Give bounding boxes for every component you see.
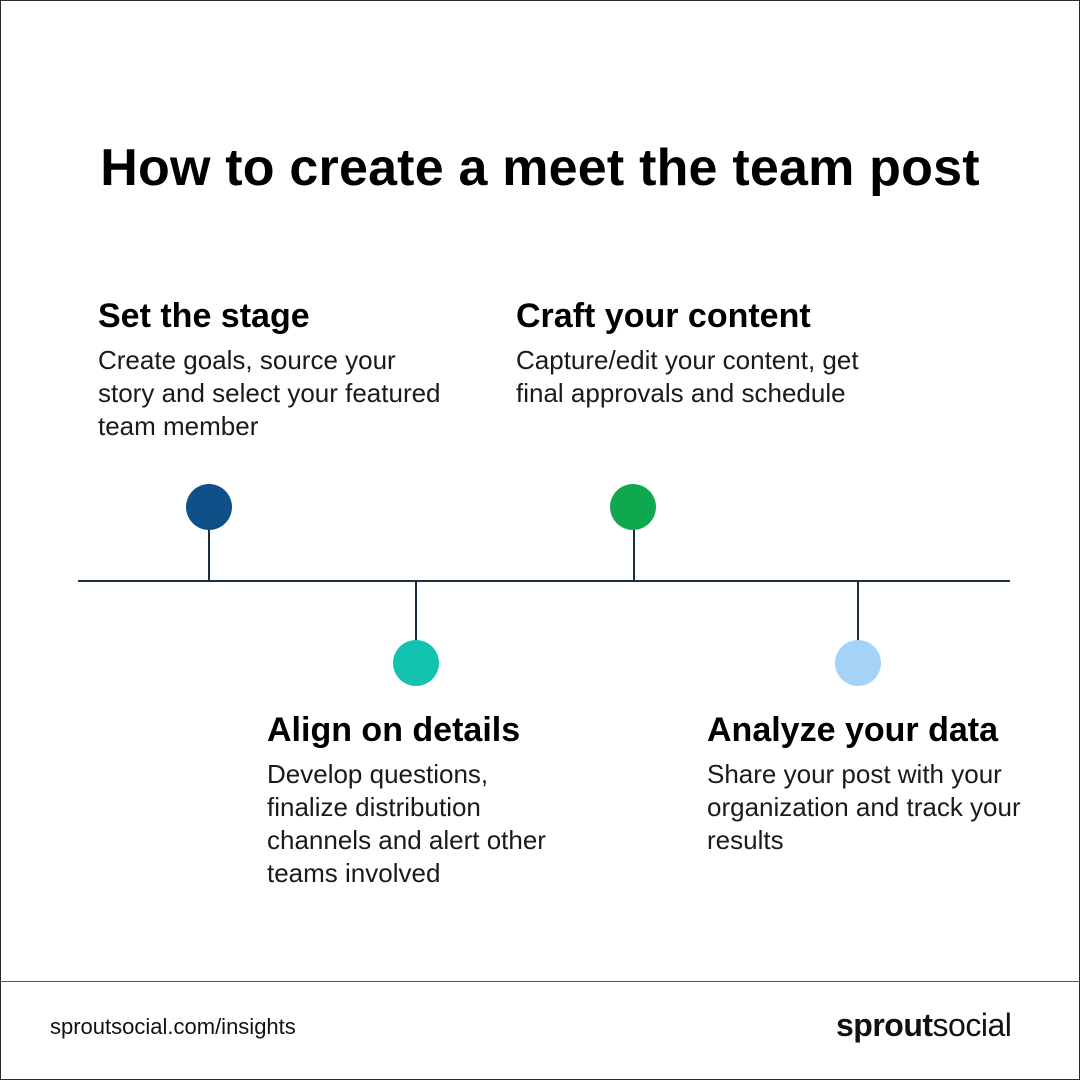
step-description: Develop questions, finalize distribution… — [267, 759, 546, 888]
step-description: Capture/edit your content, get final app… — [516, 345, 859, 408]
step-set-the-stage: Set the stage Create goals, source your … — [98, 296, 458, 443]
timeline-stem — [857, 581, 859, 641]
timeline-stem — [208, 530, 210, 581]
timeline-stem — [633, 530, 635, 581]
step-heading: Craft your content — [516, 297, 811, 335]
logo-text-light: social — [932, 1007, 1012, 1043]
logo-text-bold: sprout — [836, 1007, 933, 1043]
footer-divider — [0, 981, 1080, 982]
step-analyze-your-data: Analyze your data Share your post with y… — [707, 710, 1037, 857]
step-heading: Set the stage — [98, 297, 310, 335]
page-title: How to create a meet the team post — [100, 138, 980, 197]
timeline-dot — [186, 484, 232, 530]
step-heading: Align on details — [267, 711, 521, 749]
timeline-dot — [835, 640, 881, 686]
step-align-on-details: Align on details Develop questions, fina… — [267, 710, 567, 890]
timeline-stem — [415, 581, 417, 641]
step-craft-your-content: Craft your content Capture/edit your con… — [516, 296, 876, 410]
sprout-social-logo: sproutsocial — [836, 1007, 1012, 1044]
step-description: Share your post with your organization a… — [707, 759, 1021, 855]
step-heading: Analyze your data — [707, 711, 998, 749]
footer-url[interactable]: sproutsocial.com/insights — [50, 1014, 296, 1039]
step-description: Create goals, source your story and sele… — [98, 345, 441, 441]
timeline-dot — [393, 640, 439, 686]
timeline-axis — [78, 580, 1010, 582]
timeline-dot — [610, 484, 656, 530]
